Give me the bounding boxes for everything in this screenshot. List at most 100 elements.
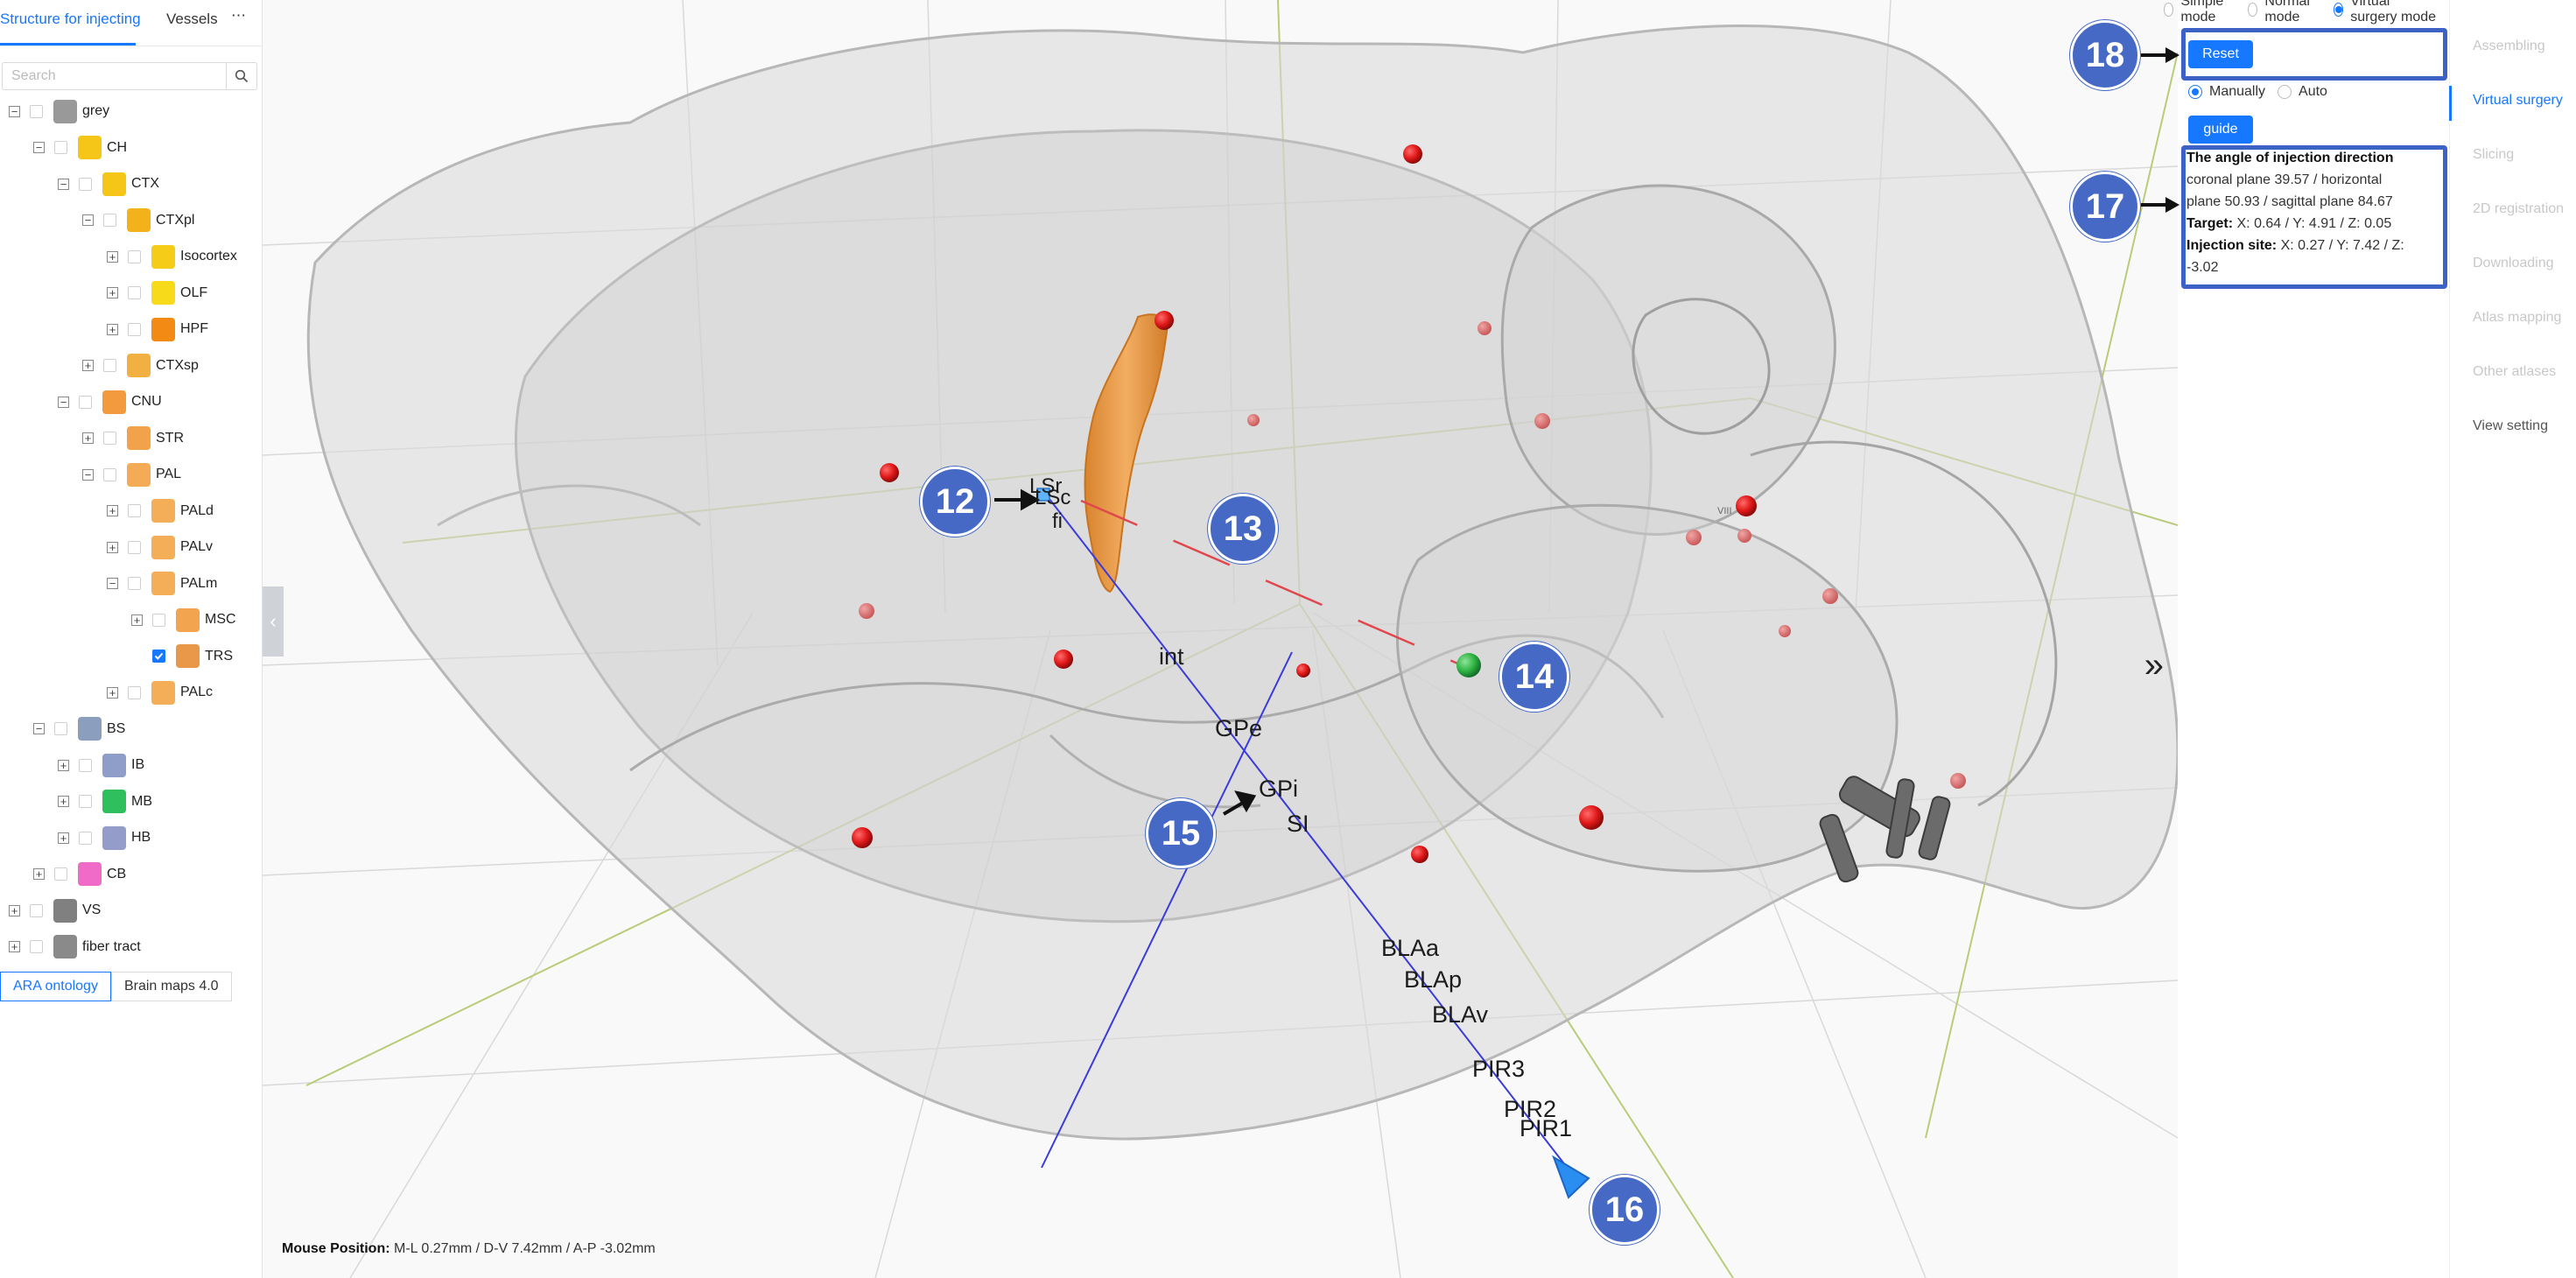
reset-button[interactable]: Reset bbox=[2188, 40, 2253, 68]
radio-auto[interactable] bbox=[2278, 85, 2292, 99]
tree-node-checkbox[interactable] bbox=[128, 504, 141, 517]
tree-node[interactable]: +HPF bbox=[107, 312, 208, 346]
radio-normal-mode[interactable] bbox=[2248, 3, 2258, 17]
tree-node[interactable]: +VS bbox=[9, 894, 101, 927]
collapse-icon[interactable]: − bbox=[33, 142, 45, 153]
tree-node-checkbox[interactable] bbox=[128, 685, 141, 699]
tree-node-checkbox[interactable] bbox=[103, 467, 116, 481]
expand-icon[interactable]: + bbox=[107, 505, 118, 516]
menu-item-other-atlases[interactable]: Other atlases bbox=[2473, 364, 2557, 379]
tree-node-checkbox[interactable] bbox=[152, 613, 165, 627]
panel-tabs: Structure for injecting Vessels ⋯ bbox=[0, 0, 262, 46]
tree-node[interactable]: +OLF bbox=[107, 277, 207, 310]
tree-node[interactable]: +HB bbox=[58, 821, 151, 854]
tree-node-checkbox[interactable] bbox=[128, 577, 141, 590]
tree-node[interactable]: −CNU bbox=[58, 385, 162, 418]
tree-node-checkbox[interactable] bbox=[103, 214, 116, 227]
tree-node[interactable]: +PALc bbox=[107, 676, 213, 709]
collapse-icon[interactable]: − bbox=[33, 723, 45, 734]
expand-icon[interactable]: + bbox=[107, 250, 118, 263]
menu-item-atlas-mapping[interactable]: Atlas mapping bbox=[2473, 310, 2562, 325]
expand-icon[interactable]: + bbox=[82, 360, 94, 371]
expand-icon[interactable]: + bbox=[107, 287, 118, 298]
guide-button[interactable]: guide bbox=[2188, 116, 2253, 144]
expand-icon[interactable]: + bbox=[131, 614, 143, 626]
tree-node-checkbox[interactable] bbox=[103, 359, 116, 372]
tree-node-checkbox[interactable] bbox=[128, 249, 141, 263]
tree-node[interactable]: −CTX bbox=[58, 167, 159, 200]
tree-node[interactable]: +fiber tract bbox=[9, 930, 141, 964]
radio-simple-mode[interactable] bbox=[2164, 3, 2174, 17]
search-input[interactable] bbox=[3, 63, 244, 89]
expand-icon[interactable]: + bbox=[58, 796, 69, 807]
expand-icon[interactable]: + bbox=[58, 832, 69, 844]
collapse-icon[interactable]: − bbox=[107, 578, 118, 589]
menu-item-slicing[interactable]: Slicing bbox=[2473, 147, 2515, 162]
expand-icon[interactable]: + bbox=[9, 904, 20, 916]
tab-vessels[interactable]: Vessels bbox=[166, 11, 218, 27]
tree-node-checkbox[interactable] bbox=[103, 432, 116, 445]
brain-scene[interactable] bbox=[263, 0, 2178, 1278]
tree-node-checkbox[interactable] bbox=[79, 758, 92, 772]
expand-icon[interactable]: + bbox=[33, 868, 45, 880]
expand-icon[interactable]: + bbox=[107, 686, 118, 699]
tree-node[interactable]: +Isocortex bbox=[107, 240, 237, 273]
expand-icon[interactable]: + bbox=[82, 432, 94, 444]
tree-node-checkbox[interactable] bbox=[30, 940, 43, 953]
radio-virtual-surgery-mode[interactable] bbox=[2333, 3, 2344, 17]
tree-node[interactable]: −CH bbox=[33, 131, 127, 165]
collapse-icon[interactable]: − bbox=[9, 105, 20, 117]
tree-node[interactable]: +PALv bbox=[107, 530, 213, 564]
menu-item-virtual-surgery[interactable]: Virtual surgery bbox=[2473, 93, 2563, 108]
tree-node-checkbox[interactable] bbox=[128, 540, 141, 554]
tree-node-checkbox[interactable] bbox=[79, 831, 92, 845]
expand-icon[interactable]: + bbox=[107, 541, 118, 553]
tree-node-checkbox[interactable] bbox=[54, 141, 67, 154]
menu-item-2d-registration[interactable]: 2D registration bbox=[2473, 201, 2565, 216]
tree-node[interactable]: +CTXsp bbox=[82, 349, 199, 383]
tree-node-checkbox[interactable] bbox=[79, 395, 92, 409]
tab-structure-for-injecting[interactable]: Structure for injecting bbox=[0, 11, 141, 27]
tree-node-checkbox[interactable] bbox=[54, 722, 67, 735]
menu-item-downloading[interactable]: Downloading bbox=[2473, 256, 2554, 270]
3d-viewport[interactable]: LSr LSc fi int GPe GPi SI BLAa BLAp BLAv… bbox=[263, 0, 2178, 1278]
tree-node[interactable]: +MB bbox=[58, 785, 152, 818]
collapse-icon[interactable]: − bbox=[82, 468, 94, 481]
tab-ara-ontology[interactable]: ARA ontology bbox=[0, 972, 111, 1001]
menu-item-assembling[interactable]: Assembling bbox=[2473, 39, 2545, 53]
radio-manually[interactable] bbox=[2188, 85, 2202, 99]
tree-node-checkbox[interactable] bbox=[128, 322, 141, 336]
tree-node[interactable]: +MSC bbox=[131, 603, 236, 636]
more-horizontal-icon[interactable]: ⋯ bbox=[231, 7, 246, 24]
search-button[interactable] bbox=[226, 63, 256, 89]
tree-node[interactable]: −grey bbox=[9, 95, 109, 128]
tree-node[interactable]: +IB bbox=[58, 748, 144, 782]
tree-node-checkbox[interactable] bbox=[79, 177, 92, 191]
tree-node-checkbox[interactable] bbox=[30, 903, 43, 917]
tree-node-checkbox[interactable] bbox=[30, 104, 43, 118]
tree-node-checkbox[interactable] bbox=[79, 795, 92, 808]
collapse-left-panel-button[interactable]: ‹ bbox=[263, 586, 284, 657]
tab-brain-maps[interactable]: Brain maps 4.0 bbox=[110, 972, 232, 1001]
tree-node[interactable]: +STR bbox=[82, 422, 184, 455]
collapse-icon[interactable]: − bbox=[82, 214, 94, 226]
structure-label-si: SI bbox=[1287, 811, 1309, 837]
tree-node[interactable]: −PAL bbox=[82, 458, 181, 491]
collapse-icon[interactable]: − bbox=[58, 396, 69, 408]
tree-node[interactable]: +CB bbox=[33, 858, 126, 891]
tree-node[interactable]: TRS bbox=[131, 640, 233, 673]
expand-icon[interactable]: + bbox=[9, 941, 20, 952]
expand-icon[interactable]: + bbox=[107, 323, 118, 335]
tree-node[interactable]: +PALd bbox=[107, 495, 214, 528]
tree-node-label: BS bbox=[107, 720, 126, 736]
expand-right-panel-button[interactable]: » bbox=[2144, 646, 2164, 685]
tree-node-checkbox[interactable] bbox=[152, 650, 165, 663]
tree-node-checkbox[interactable] bbox=[128, 286, 141, 299]
tree-node[interactable]: −PALm bbox=[107, 567, 217, 600]
tree-node[interactable]: − BS bbox=[33, 713, 125, 746]
expand-icon[interactable]: + bbox=[58, 759, 69, 771]
tree-node-checkbox[interactable] bbox=[54, 867, 67, 881]
collapse-icon[interactable]: − bbox=[58, 178, 69, 190]
tree-node[interactable]: −CTXpl bbox=[82, 204, 194, 237]
menu-item-view-setting[interactable]: View setting bbox=[2473, 418, 2548, 433]
